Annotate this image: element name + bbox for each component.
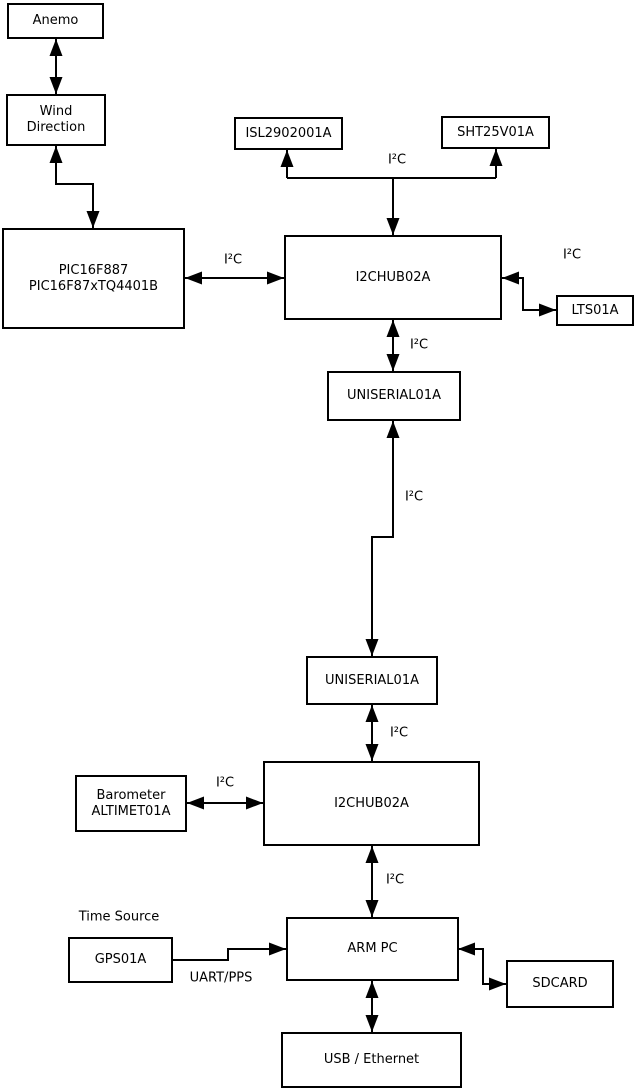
arrowhead-icon [502, 271, 519, 285]
arrowhead-icon [458, 942, 475, 956]
connector-bus-i2chub [386, 178, 400, 235]
arrowhead-icon [365, 1015, 379, 1032]
label-i2c-lts: I²C [562, 247, 582, 263]
node-label: Anemo [32, 13, 79, 28]
arrowhead-icon [269, 942, 286, 956]
node-lts: LTS01A [556, 295, 634, 326]
node-label: PIC16F887 [58, 262, 129, 278]
connector-uniserial-i2chub2 [365, 705, 379, 761]
node-label: ALTIMET01A [91, 803, 171, 819]
label-time-source: Time Source [78, 909, 160, 925]
label-i2c-hub-uniserial: I²C [409, 337, 429, 353]
arrowhead-icon [49, 77, 63, 94]
arrowhead-icon [489, 977, 506, 991]
connector-i2chub-uniserial [386, 320, 400, 371]
arrowhead-icon [280, 150, 294, 167]
node-uniserial-bottom: UNISERIAL01A [306, 656, 438, 705]
connector-gps-armpc [173, 942, 286, 961]
arrowhead-icon [246, 796, 263, 810]
node-label: Wind [39, 104, 73, 119]
connector-armpc-sdcard [458, 942, 506, 991]
connector-i2chub2-armpc [365, 846, 379, 917]
node-label: GPS01A [94, 952, 147, 967]
node-isl: ISL2902001A [234, 117, 343, 150]
node-gps: GPS01A [68, 937, 173, 983]
arrowhead-icon [49, 146, 63, 163]
node-label: I2CHUB02A [355, 269, 431, 285]
label-i2c-uniserial-hub2: I²C [389, 725, 409, 741]
node-label: SDCARD [532, 976, 588, 991]
node-arm-pc: ARM PC [286, 917, 459, 981]
node-label: SHT25V01A [457, 124, 534, 140]
node-i2chub-top: I2CHUB02A [284, 235, 502, 320]
label-i2c-barometer: I²C [215, 775, 235, 791]
node-label: UNISERIAL01A [347, 388, 441, 403]
connector-pic-i2chub [185, 271, 284, 285]
connector-armpc-usb [365, 981, 379, 1032]
connector-wind-pic [49, 146, 100, 228]
arrowhead-icon [365, 639, 379, 656]
node-anemo: Anemo [7, 3, 104, 39]
node-label: ISL2902001A [245, 125, 332, 141]
connector-anemo-wind [49, 39, 63, 94]
label-uart-pps: UART/PPS [189, 970, 253, 986]
node-label: Barometer [96, 787, 166, 803]
label-i2c-hub2-armpc: I²C [385, 872, 405, 888]
node-label: PIC16F87xTQ4401B [28, 278, 159, 294]
node-label: ARM PC [347, 941, 398, 956]
arrowhead-icon [185, 271, 202, 285]
connector-i2chub-lts [502, 271, 556, 317]
node-sdcard: SDCARD [506, 960, 614, 1008]
arrowhead-icon [365, 900, 379, 917]
node-label: USB / Ethernet [323, 1052, 420, 1067]
arrowhead-icon [365, 846, 379, 863]
arrowhead-icon [386, 218, 400, 235]
node-label: UNISERIAL01A [325, 672, 419, 688]
arrowhead-icon [386, 354, 400, 371]
connector-bus-isl [280, 150, 294, 178]
label-i2c-pic-hub: I²C [223, 252, 243, 268]
node-i2chub-bottom: I2CHUB02A [263, 761, 480, 846]
arrowhead-icon [386, 421, 400, 438]
arrowhead-icon [386, 320, 400, 337]
connector-barometer-i2chub2 [187, 796, 263, 810]
node-sht: SHT25V01A [441, 116, 550, 149]
arrowhead-icon [489, 149, 503, 166]
arrowhead-icon [365, 981, 379, 998]
arrowhead-icon [267, 271, 284, 285]
arrowhead-icon [187, 796, 204, 810]
arrowhead-icon [365, 705, 379, 722]
node-uniserial-top: UNISERIAL01A [327, 371, 461, 421]
label-i2c-long-link: I²C [404, 489, 424, 505]
node-label: Direction [26, 120, 86, 135]
connector-bus-sht [489, 149, 503, 178]
node-usb-ethernet: USB / Ethernet [281, 1032, 462, 1088]
arrowhead-icon [49, 39, 63, 56]
label-i2c-sensor-bus: I²C [387, 152, 407, 168]
node-label: I2CHUB02A [334, 795, 409, 811]
connector-uniserial-link [365, 421, 400, 656]
arrowhead-icon [365, 744, 379, 761]
arrowhead-icon [86, 211, 100, 228]
arrowhead-icon [539, 303, 556, 317]
node-label: LTS01A [571, 302, 619, 318]
